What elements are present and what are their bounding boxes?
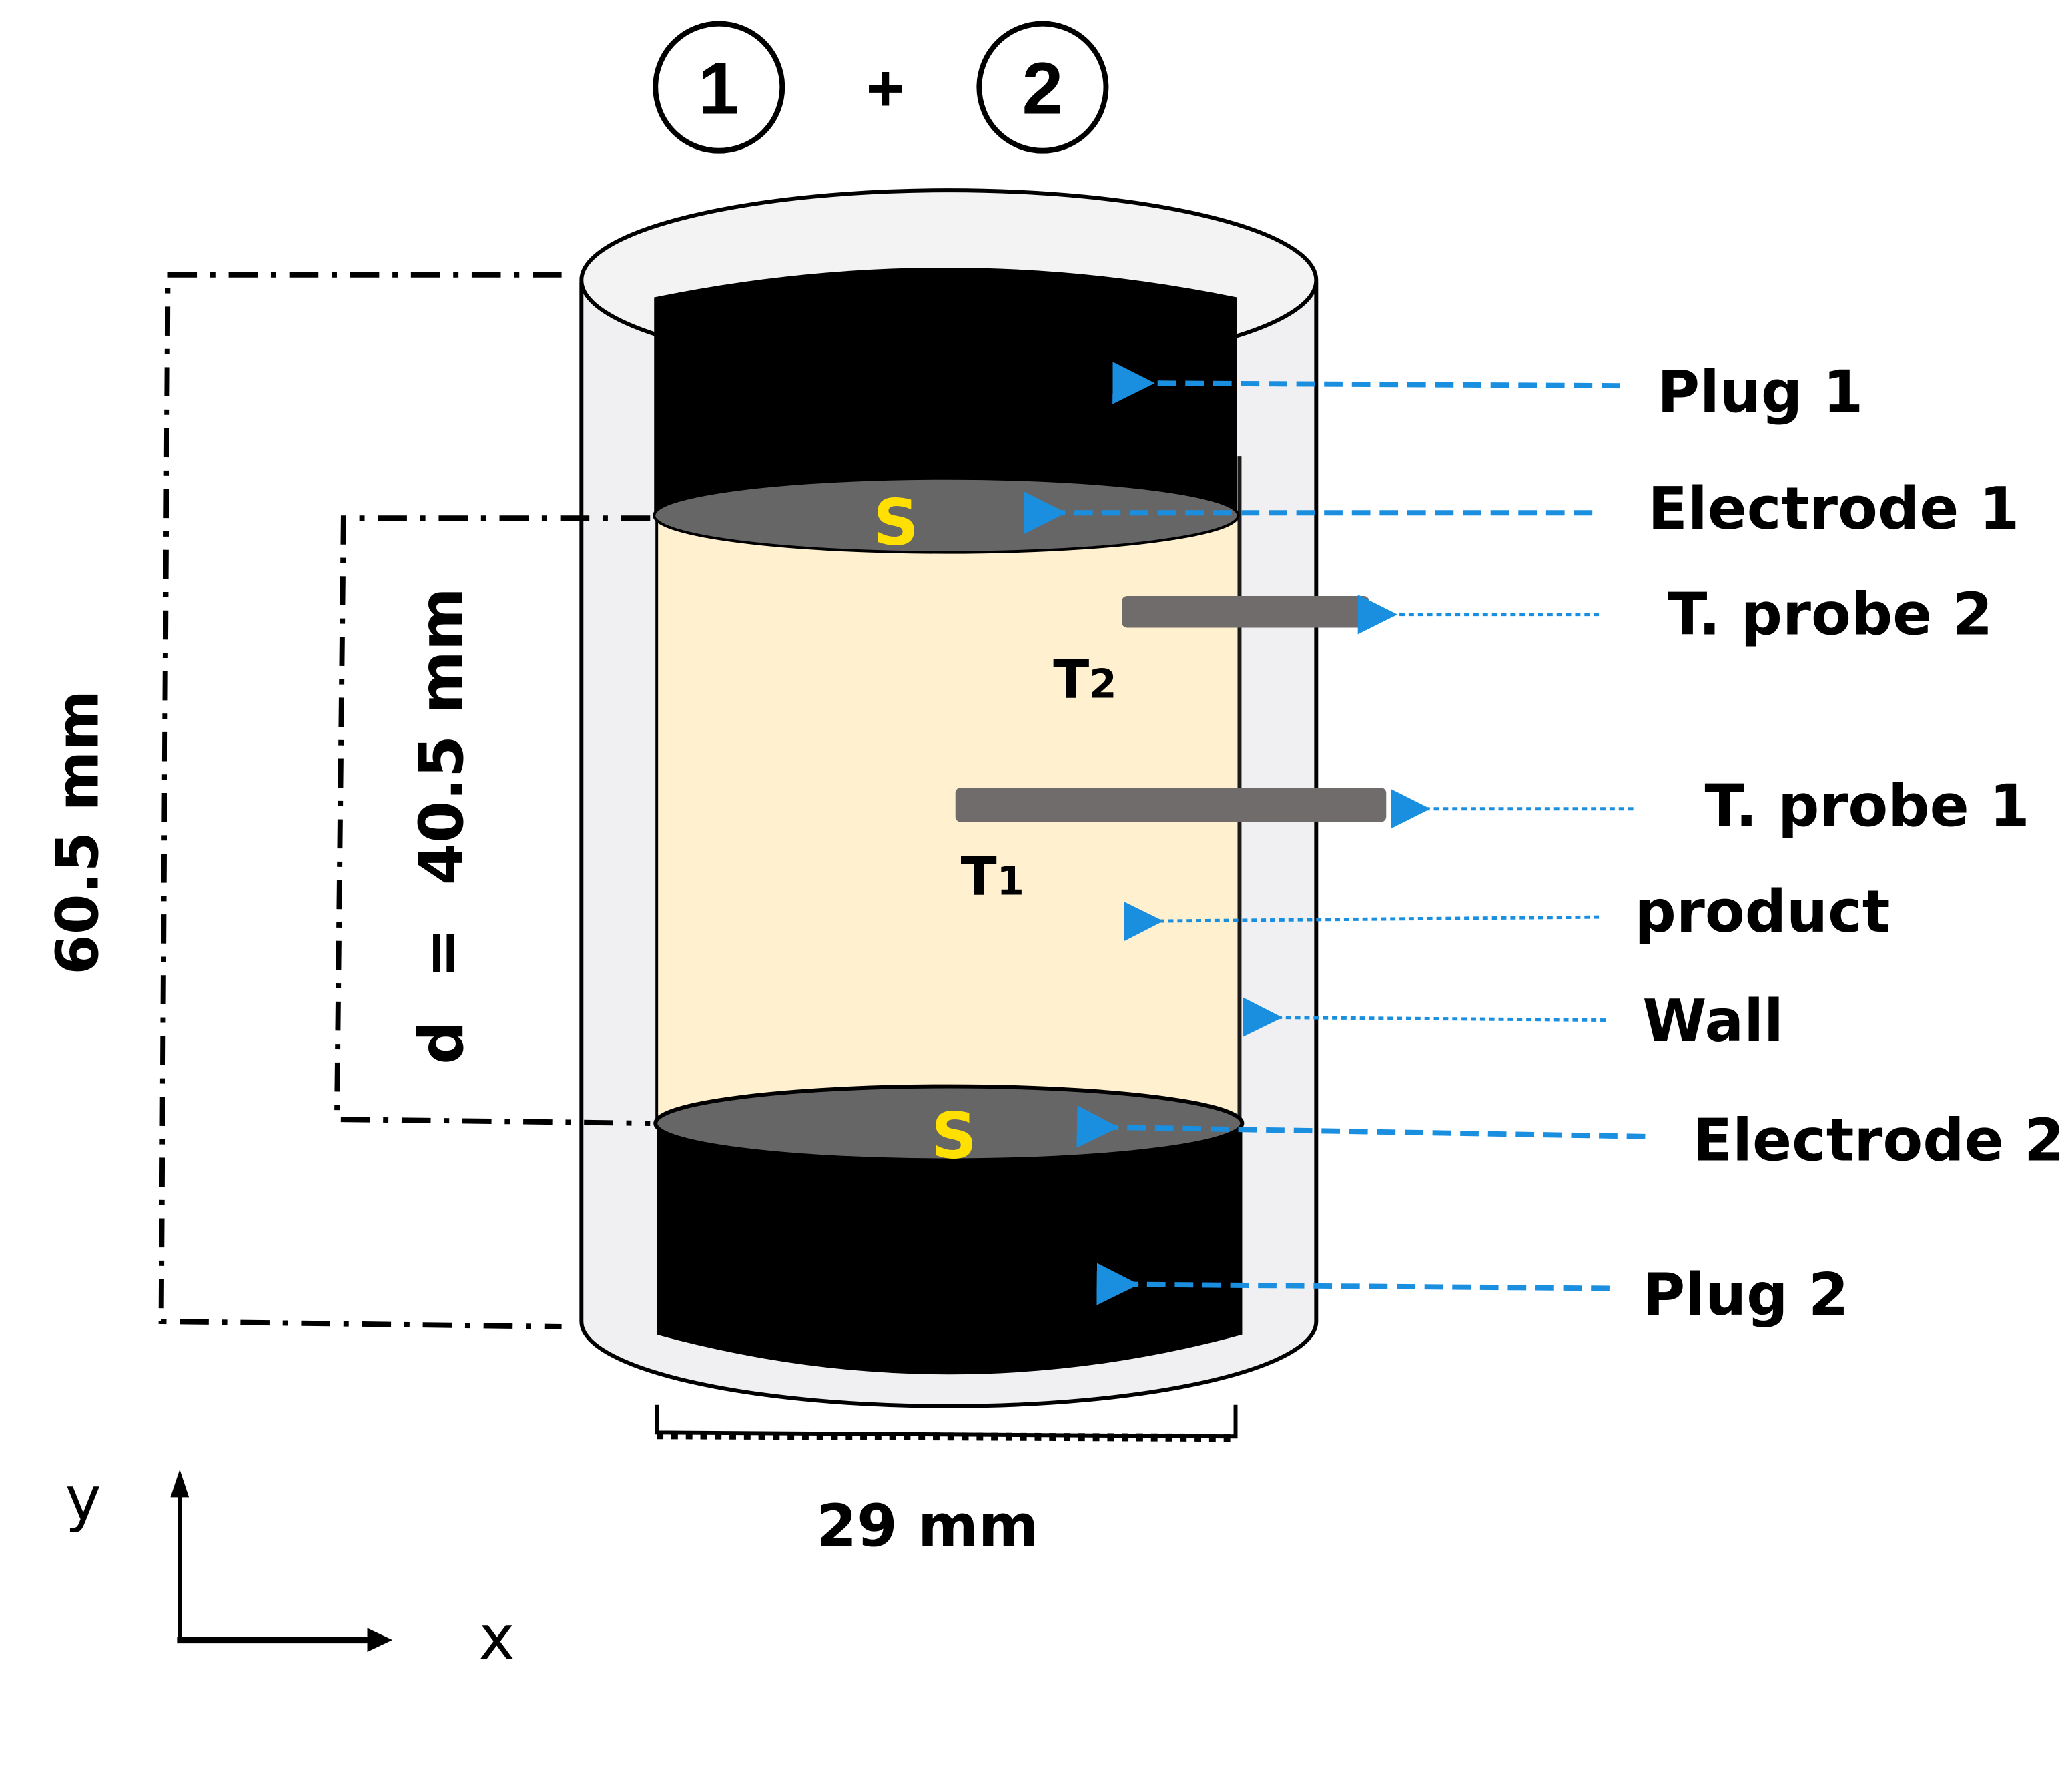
callout-t-probe-2: T. probe 2 <box>1668 580 1993 648</box>
plug-2 <box>657 1123 1243 1375</box>
callout-wall: Wall <box>1642 987 1783 1055</box>
t2-tag-main: T <box>1053 648 1089 710</box>
arrow-electrode-2 <box>1076 1105 1646 1148</box>
diameter-label: 29 mm <box>817 1492 1039 1560</box>
arrow-wall <box>1243 997 1606 1037</box>
dimension-total-height-line <box>158 272 562 1329</box>
plug-1-body <box>654 267 1237 516</box>
callout-plug-1: Plug 1 <box>1657 358 1863 426</box>
callout-labels: Plug 1 Electrode 1 T. probe 2 T. probe 1… <box>1635 358 2065 1329</box>
electrode-1-symbol: S <box>873 487 918 560</box>
t2-tag: T2 <box>1053 648 1116 710</box>
y-axis-label: y <box>65 1464 101 1534</box>
callout-electrode-1: Electrode 1 <box>1648 475 2019 543</box>
dimension-diameter-bracket <box>655 1404 1238 1439</box>
t1-tag-sub: 1 <box>997 858 1024 904</box>
dimension-total-height <box>158 272 562 1329</box>
plug-1 <box>654 267 1237 516</box>
dimension-diameter <box>655 1404 1238 1442</box>
y-axis-arrowhead-icon <box>170 1469 190 1498</box>
callout-t-probe-1: T. probe 1 <box>1704 772 2029 840</box>
x-axis-arrowhead-icon <box>367 1628 393 1652</box>
circle-1-outline <box>653 21 785 154</box>
electrode-gap-label: d = 40.5 mm <box>406 587 477 1065</box>
arrow-plug-2 <box>1096 1263 1610 1305</box>
circle-2-outline <box>976 21 1109 154</box>
plug-2-body <box>657 1123 1243 1375</box>
x-axis-label: x <box>479 1602 515 1673</box>
callout-arrows <box>1024 362 1646 1305</box>
electrode-2-symbol: S <box>931 1099 976 1173</box>
t1-tag: T1 <box>961 845 1024 907</box>
t2-tag-sub: 2 <box>1089 661 1116 707</box>
arrow-plug-1 <box>1112 362 1620 404</box>
electrode-1-disc <box>653 477 1240 554</box>
header: 1 + 2 <box>653 21 1109 154</box>
circle-2-label: 2 <box>1022 47 1064 129</box>
callout-product: product <box>1635 878 1890 946</box>
t-probe-1-rod <box>955 788 1387 822</box>
plus-sign: + <box>866 51 905 125</box>
total-height-label: 60.5 mm <box>44 690 112 975</box>
coordinate-axes: y x <box>65 1464 515 1673</box>
t-probe-2-rod <box>1122 595 1369 628</box>
dimension-diameter-dots <box>657 1431 1236 1442</box>
circle-1-label: 1 <box>698 47 739 129</box>
arrow-product <box>1123 901 1600 942</box>
t1-tag-main: T <box>961 845 997 907</box>
callout-plug-2: Plug 2 <box>1642 1261 1848 1329</box>
callout-electrode-2: Electrode 2 <box>1693 1106 2065 1174</box>
